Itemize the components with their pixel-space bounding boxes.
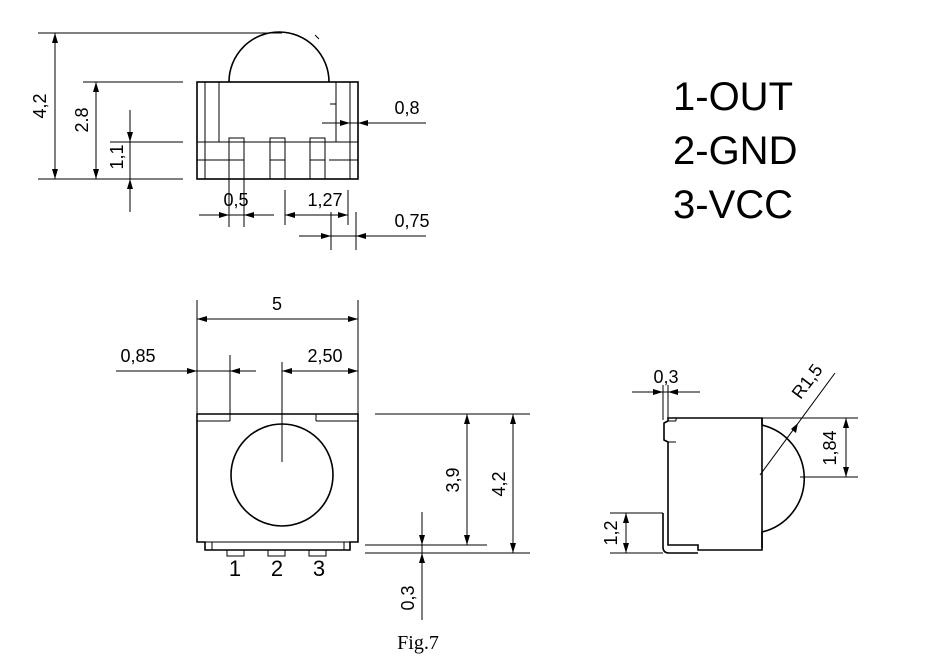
top-height-inner-label: 3,9 — [443, 467, 463, 492]
top-pin-3-label: 3 — [313, 556, 325, 581]
end-view: R1,5 0,3 1,84 1,2 — [601, 360, 858, 554]
end-lead-height-label: 1,2 — [601, 520, 621, 545]
top-pin-3 — [308, 549, 327, 557]
lens-dome — [228, 31, 330, 83]
side-height-body-label: 2.8 — [72, 107, 92, 132]
top-width-label: 5 — [272, 294, 282, 314]
top-pin-2 — [267, 549, 286, 557]
top-standoff-label: 0,3 — [398, 585, 418, 610]
figure-caption: Fig.7 — [397, 632, 439, 654]
top-pin-1 — [226, 549, 245, 557]
side-pin-3 — [309, 137, 326, 180]
side-pin-2 — [269, 137, 286, 180]
end-body — [663, 417, 763, 551]
top-pin-1-label: 1 — [229, 556, 241, 581]
top-offset-left-label: 0,85 — [120, 346, 155, 366]
side-body — [196, 81, 359, 180]
side-lead-width-label: 0,8 — [394, 98, 419, 118]
top-pin-2-label: 2 — [271, 556, 283, 581]
side-view: 4,2 2.8 1,1 0,8 0,5 1,27 0,75 — [30, 31, 430, 250]
end-lens — [761, 418, 806, 548]
pinout-3: 3-VCC — [673, 183, 793, 227]
top-half-width-label: 2,50 — [307, 346, 342, 366]
end-lead-thickness-label: 0,3 — [653, 367, 678, 387]
side-pin-pitch-label: 1,27 — [307, 190, 342, 210]
pinout-1: 1-OUT — [673, 75, 793, 119]
side-lead-spacing-label: 0,75 — [394, 211, 429, 231]
top-height-outer-label: 4,2 — [489, 471, 509, 496]
side-height-pin-label: 1,1 — [107, 144, 127, 169]
side-pin-1 — [228, 137, 245, 180]
pinout-2: 2-GND — [673, 129, 797, 173]
side-height-total-label: 4,2 — [30, 93, 50, 118]
top-body — [196, 413, 359, 551]
top-view: 1 2 3 5 0,85 2,50 3,9 4,2 0,3 — [116, 294, 530, 620]
end-lens-radius-label: R1,5 — [788, 360, 827, 402]
side-pin-width-label: 0,5 — [223, 190, 248, 210]
end-lens-height-label: 1,84 — [820, 430, 840, 465]
end-lead — [662, 513, 698, 554]
pinout-legend: 1-OUT 2-GND 3-VCC — [673, 75, 797, 227]
